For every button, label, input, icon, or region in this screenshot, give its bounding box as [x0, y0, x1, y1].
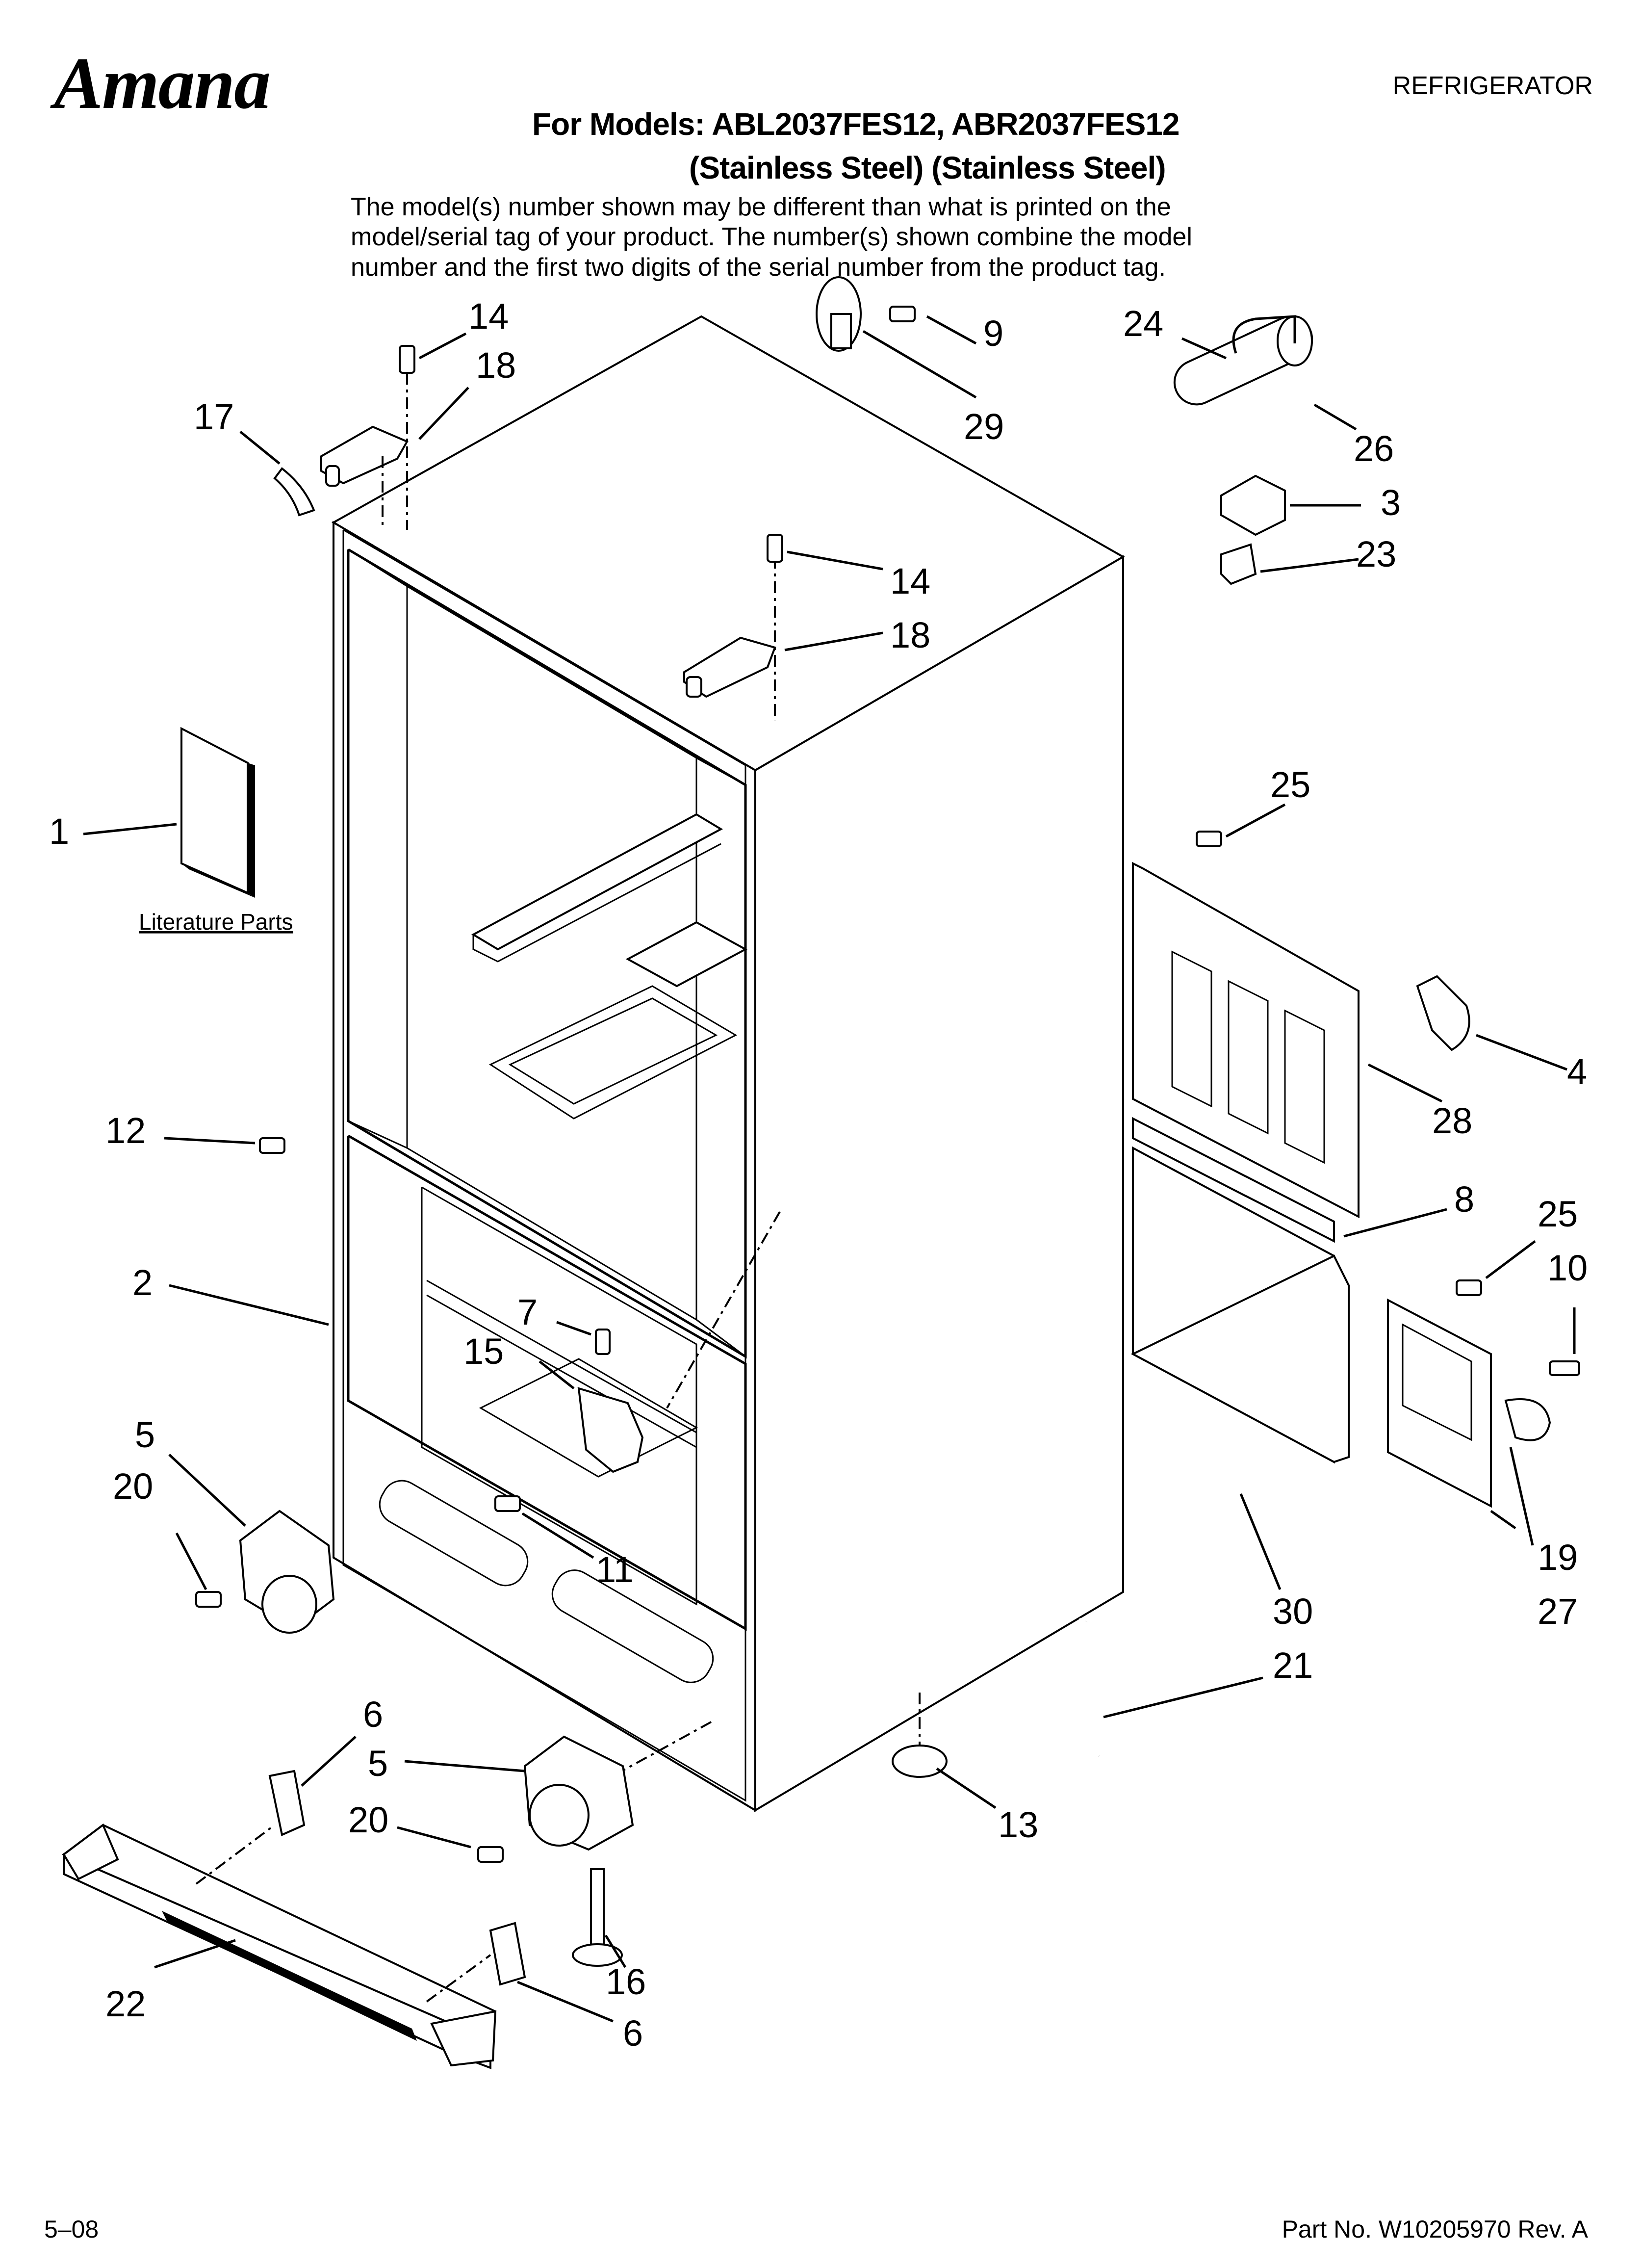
models-finish: (Stainless Steel) (Stainless Steel): [689, 150, 1166, 185]
callout-4: 4: [1567, 1051, 1587, 1092]
callout-21: 21: [1273, 1645, 1313, 1686]
callout-15: 15: [463, 1331, 504, 1372]
screws: [195, 831, 1482, 1863]
callout-18: 18: [476, 345, 516, 386]
callout-24: 24: [1123, 303, 1163, 344]
callout-12: 12: [105, 1110, 146, 1151]
callout-16: 16: [606, 1961, 646, 2002]
water-tube-assembly: [1173, 315, 1313, 585]
callout-6: 6: [623, 2013, 643, 2054]
vent-slots: [1171, 950, 1325, 1164]
callout-22: 22: [105, 1983, 146, 2024]
callout-7: 7: [517, 1292, 538, 1332]
rear-strip-8: [1132, 1117, 1335, 1243]
callout-6: 6: [363, 1694, 383, 1735]
toe-grille: [62, 1770, 526, 2069]
leader-lines: [83, 315, 1576, 2023]
callout-27: 27: [1538, 1591, 1578, 1632]
models-title: For Models: ABL2037FES12, ABR2037FES12: [532, 106, 1180, 142]
drain-hose-21: [1051, 1617, 1104, 1762]
callout-20: 20: [348, 1799, 388, 1840]
callout-17: 17: [194, 396, 234, 437]
category-label: REFRIGERATOR: [1392, 72, 1593, 100]
top-hinge-left: [273, 345, 415, 530]
front-roller-5b: [523, 1735, 634, 1851]
foot-13: [892, 1693, 948, 1778]
callout-3: 3: [1381, 482, 1401, 523]
top-hinge-center: [683, 534, 783, 698]
callout-19: 19: [1538, 1537, 1578, 1578]
callout-20: 20: [113, 1466, 153, 1507]
cabinet: [331, 315, 1126, 1812]
bracket-27: [1387, 1298, 1492, 1508]
callout-11: 11: [596, 1549, 634, 1590]
callout-23: 23: [1356, 534, 1396, 574]
callout-28: 28: [1432, 1100, 1472, 1141]
leveling-leg-16: [572, 1868, 623, 1967]
callout-29: 29: [964, 406, 1004, 447]
callout-14: 14: [890, 561, 930, 601]
callout-labels: 14 18 17 9 29 24 26 3 23 14 18 1 25 4 28…: [49, 296, 1588, 2054]
cabinet-bracket-15: [577, 1387, 644, 1473]
literature-book: [180, 727, 255, 898]
callout-25: 25: [1270, 764, 1310, 805]
model-note-line-1: The model(s) number shown may be differe…: [351, 193, 1171, 221]
amana-logo: Amana: [54, 43, 271, 124]
model-note-line-2: model/serial tag of your product. The nu…: [351, 223, 1192, 252]
callout-26: 26: [1354, 428, 1394, 469]
callout-1: 1: [49, 811, 69, 852]
part-number: Part No. W10205970 Rev. A: [1282, 2216, 1588, 2243]
model-note-line-3: number and the first two digits of the s…: [351, 253, 1166, 282]
literature-parts-label: Literature Parts: [139, 909, 293, 935]
callout-2: 2: [132, 1262, 153, 1303]
callout-18: 18: [890, 615, 930, 655]
rear-panel-30: [1130, 1146, 1350, 1464]
hinge-cap-bracket: [816, 276, 916, 352]
callout-10: 10: [1547, 1248, 1588, 1288]
callout-5: 5: [135, 1414, 155, 1455]
callout-5: 5: [368, 1743, 388, 1784]
revision-date: 5–08: [44, 2216, 99, 2243]
rear-access-panel: [1132, 861, 1360, 1219]
clip-4: [1416, 975, 1470, 1051]
callout-8: 8: [1454, 1179, 1474, 1220]
callout-9: 9: [983, 313, 1003, 354]
callout-30: 30: [1273, 1591, 1313, 1632]
callout-13: 13: [998, 1804, 1038, 1845]
callout-25: 25: [1538, 1194, 1578, 1234]
callout-14: 14: [468, 296, 509, 337]
clamp-19: [1504, 1360, 1580, 1441]
front-roller-5a: [239, 1510, 335, 1634]
model-note: The model(s) number shown may be differe…: [351, 192, 1332, 283]
